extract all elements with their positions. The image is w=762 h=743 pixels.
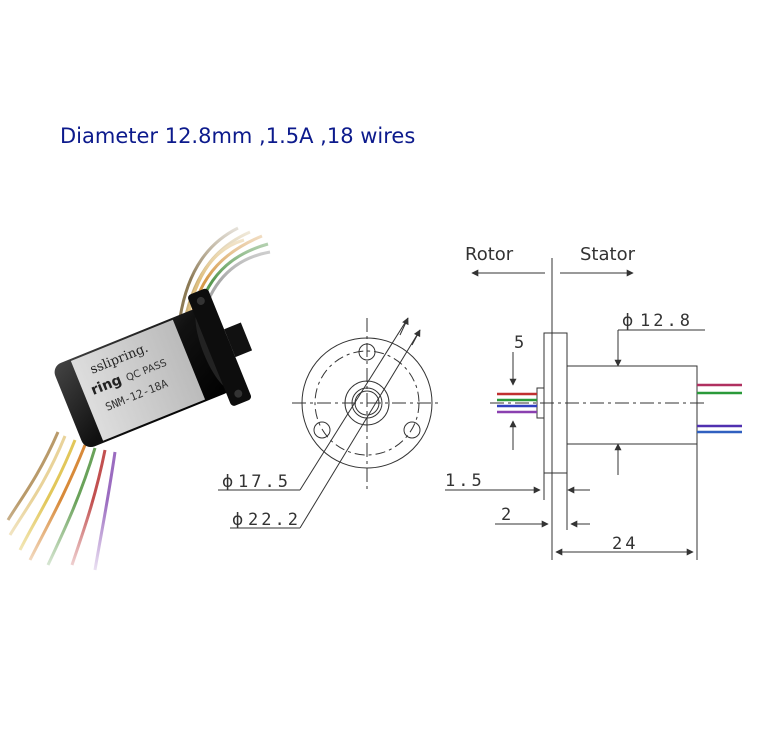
- dim-17-5: 17.5: [238, 472, 291, 492]
- dim-shoulder: 2: [501, 505, 514, 525]
- phi-symbol: ϕ: [232, 510, 243, 530]
- bolt-circle: [314, 350, 420, 456]
- flange-outline: [301, 337, 433, 469]
- dim-flange-height: 5: [514, 333, 527, 353]
- mount-hole-left: [313, 421, 331, 439]
- rotor-label: Rotor: [465, 244, 514, 265]
- front-dim-inner: ϕ 17.5: [222, 472, 291, 492]
- side-view-drawing: [445, 258, 705, 560]
- dim-flange-thickness: 1.5: [445, 471, 485, 491]
- mount-hole-top: [358, 343, 376, 361]
- dim-22-2: 22.2: [248, 510, 301, 530]
- bottom-wire-bundle: [0, 431, 130, 580]
- dim-body-diameter: ϕ 12.8: [622, 311, 693, 331]
- slip-ring-label: [70, 319, 206, 441]
- product-photo: sslipring. ring QC PASS SNM-12-18A: [0, 220, 280, 580]
- side-body: [566, 365, 698, 445]
- front-view-drawing: [218, 317, 440, 529]
- phi-symbol: ϕ: [622, 311, 633, 331]
- dim-12-8: 12.8: [640, 311, 693, 331]
- phi-symbol: ϕ: [222, 472, 233, 492]
- dim-length: 24: [612, 534, 638, 554]
- top-wire-bundle: [170, 220, 280, 327]
- side-view-wires: [497, 383, 742, 434]
- shaft-ring-outer: [344, 380, 390, 426]
- front-dim-outer: ϕ 22.2: [232, 510, 301, 530]
- slip-ring-flange: [188, 288, 252, 406]
- stator-label: Stator: [580, 244, 636, 265]
- page-title: Diameter 12.8mm ,1.5A ,18 wires: [60, 124, 416, 148]
- mount-hole-right: [403, 421, 421, 439]
